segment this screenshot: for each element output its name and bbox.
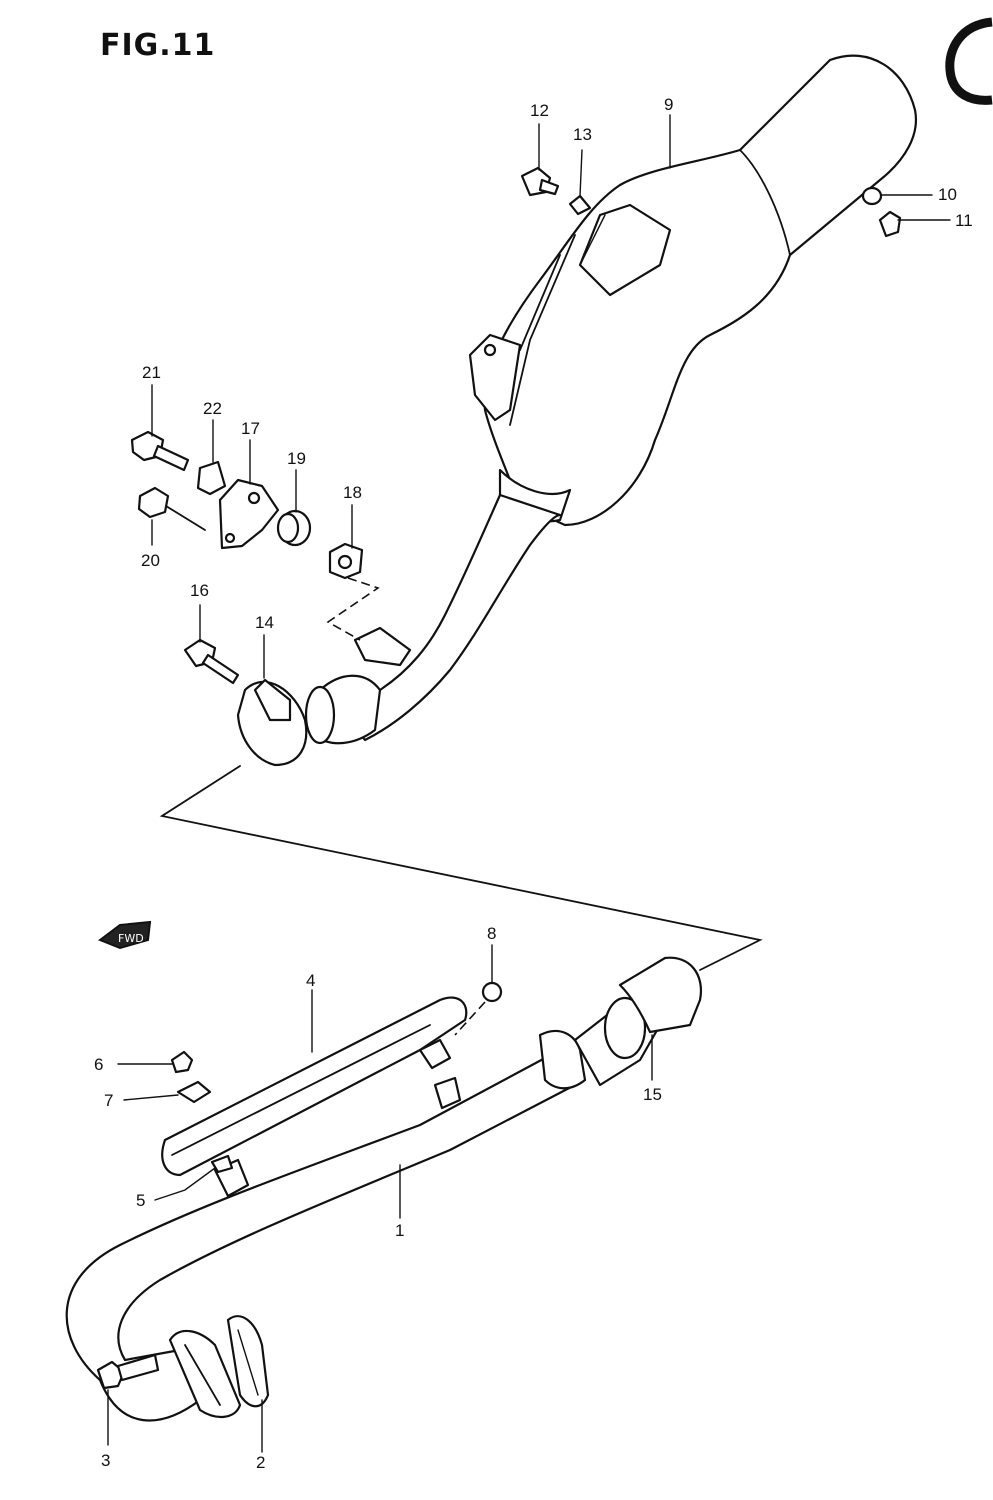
callout-18: 18: [343, 483, 362, 502]
callout-8: 8: [487, 924, 497, 943]
corner-mark: [945, 17, 993, 105]
callout-5: 5: [136, 1191, 146, 1210]
callout-16: 16: [190, 581, 209, 600]
muffler-clamp: [236, 678, 308, 767]
callout-15: 15: [643, 1085, 662, 1104]
callout-12: 12: [530, 101, 549, 120]
callout-11: 11: [955, 211, 973, 230]
nut-20: [137, 486, 206, 531]
connection-line: [159, 765, 763, 971]
callout-13: 13: [573, 125, 592, 144]
svg-text:FWD: FWD: [118, 932, 144, 945]
bolt-21: [130, 430, 190, 472]
callout-1: 1: [395, 1221, 405, 1240]
assembly-dashed-line-upper: [326, 577, 380, 641]
callout-3: 3: [101, 1451, 111, 1470]
pipe-bracket-upper: [418, 1038, 462, 1110]
washer-13: [568, 194, 592, 216]
screw-6: [170, 1050, 194, 1074]
heat-shield-4: [161, 996, 468, 1177]
nut-11: [878, 210, 902, 238]
callout-14: 14: [255, 613, 274, 632]
washer-22: [196, 460, 227, 496]
callout-22: 22: [203, 399, 222, 418]
figure-title: FIG.11: [100, 28, 216, 63]
callout-4: 4: [306, 971, 316, 990]
leader-lines: [107, 114, 951, 1453]
exhaust-flange: [168, 1329, 242, 1418]
collar-19: [276, 509, 312, 547]
mount-bracket-17: [218, 478, 280, 550]
stud-bolt-3: [96, 1353, 160, 1390]
clip-5: [210, 1154, 234, 1174]
callout-9: 9: [664, 95, 674, 114]
callout-17: 17: [241, 419, 260, 438]
callout-7: 7: [104, 1091, 114, 1110]
callout-20: 20: [141, 551, 160, 570]
washer-10: [861, 186, 883, 206]
washer-7: [176, 1080, 212, 1104]
clamp-bolt-16: [183, 638, 240, 685]
muffler: [304, 54, 918, 745]
grommet-18: [328, 542, 364, 580]
callout-6: 6: [94, 1055, 104, 1074]
exhaust-pipe: [65, 956, 703, 1422]
gasket-2: [226, 1315, 270, 1408]
callout-2: 2: [256, 1453, 266, 1472]
callout-21: 21: [142, 363, 161, 382]
front-direction-arrow-icon: FWD: [97, 920, 152, 950]
callout-19: 19: [287, 449, 306, 468]
bolt-12: [520, 166, 560, 197]
screw-8: [454, 981, 503, 1036]
callout-10: 10: [938, 185, 957, 204]
